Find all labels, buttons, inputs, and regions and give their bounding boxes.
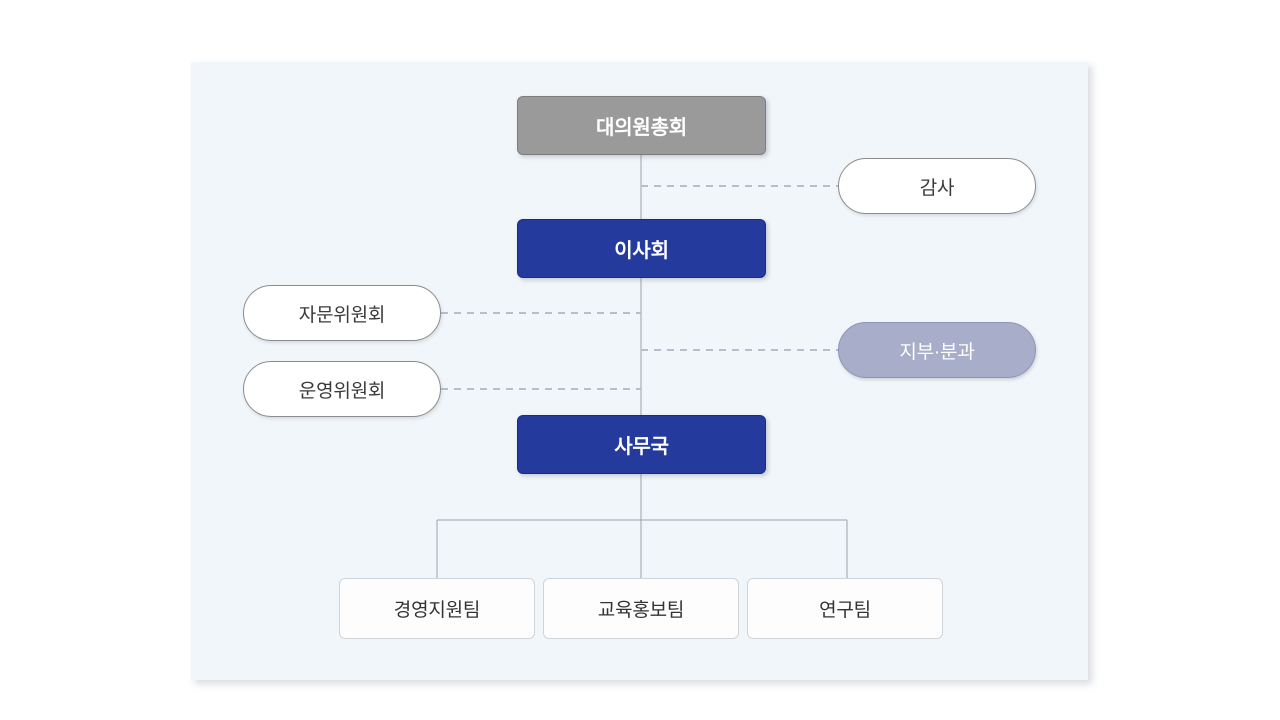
node-label-team: 교육홍보팀 [597,600,685,621]
node-advisory-committee[interactable]: 자문위원회 [243,285,441,341]
node-delegate-assembly[interactable]: 대의원총회 [517,96,766,155]
node-steering-committee[interactable]: 운영위원회 [243,361,441,417]
node-label-team: 연구팀 [819,600,871,621]
node-label-board-of-directors: 이사회 [614,240,669,262]
node-label-auditor: 감사 [919,177,955,199]
node-team[interactable]: 교육홍보팀 [543,578,739,639]
node-auditor[interactable]: 감사 [838,158,1036,214]
node-branches-divisions[interactable]: 지부·분과 [838,322,1036,378]
node-label-delegate-assembly: 대의원총회 [596,117,687,139]
node-label-secretariat: 사무국 [614,436,669,458]
node-board-of-directors[interactable]: 이사회 [517,219,766,278]
node-team[interactable]: 연구팀 [747,578,943,639]
node-label-team: 경영지원팀 [393,600,481,621]
node-secretariat[interactable]: 사무국 [517,415,766,474]
node-label-branches-divisions: 지부·분과 [899,341,975,363]
node-label-advisory-committee: 자문위원회 [298,304,386,326]
node-label-steering-committee: 운영위원회 [298,380,386,402]
node-team[interactable]: 경영지원팀 [339,578,535,639]
